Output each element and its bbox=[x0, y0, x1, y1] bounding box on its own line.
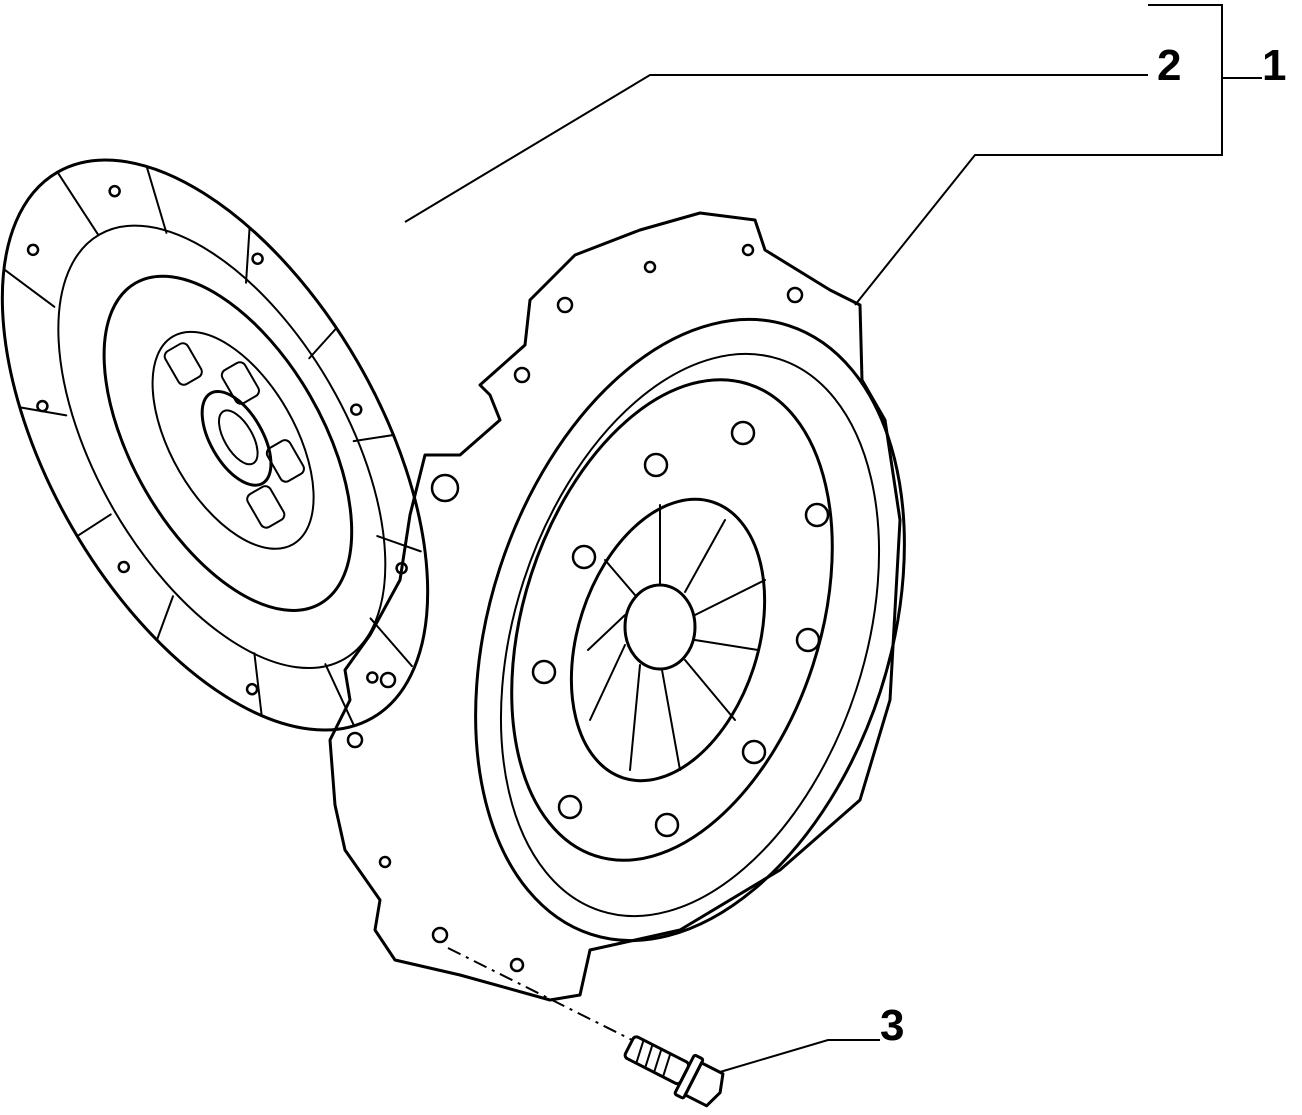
disc-outer-rim bbox=[0, 158, 430, 732]
bolt-thread bbox=[635, 1039, 672, 1078]
bolt-flange bbox=[673, 1053, 705, 1100]
pressure-plate bbox=[328, 211, 906, 1002]
pressure-plate-bolt-holes bbox=[531, 420, 830, 838]
callout-clutch-kit: 1 bbox=[1262, 41, 1287, 90]
bolt-leader bbox=[719, 1039, 880, 1073]
disc-hub-plate bbox=[102, 274, 354, 612]
pressure-plate-inner-ring bbox=[510, 378, 834, 862]
diaphragm-spring-fingers bbox=[587, 504, 766, 771]
bolt-head bbox=[683, 1061, 725, 1108]
diaphragm-spring-hub bbox=[623, 583, 697, 671]
disc-friction-inner-edge bbox=[57, 224, 387, 670]
disc-hub-ring bbox=[151, 330, 315, 550]
cover-mounting-holes bbox=[346, 243, 804, 973]
pressure-plate-cover-flange bbox=[328, 211, 902, 1002]
clutch-disc bbox=[0, 158, 430, 732]
disc-rivets bbox=[26, 184, 408, 696]
disc-leader bbox=[404, 74, 1148, 223]
pressure-plate-mid-ring bbox=[499, 352, 881, 918]
bracket-kit-leader bbox=[854, 4, 1223, 306]
leader-lines bbox=[404, 4, 1262, 1073]
callout-clutch-disc: 2 bbox=[1157, 41, 1182, 90]
diaphragm-spring-outer bbox=[569, 497, 767, 783]
bolt bbox=[623, 1035, 725, 1108]
callout-bolt: 3 bbox=[880, 1001, 905, 1050]
disc-friction-segments bbox=[2, 165, 422, 728]
bolt-axis-dashed bbox=[447, 947, 633, 1041]
pressure-plate-outer-ring bbox=[474, 317, 906, 943]
disc-spline-hub bbox=[200, 389, 273, 487]
disc-damper-springs bbox=[163, 342, 305, 529]
disc-spline-bore bbox=[217, 409, 259, 466]
